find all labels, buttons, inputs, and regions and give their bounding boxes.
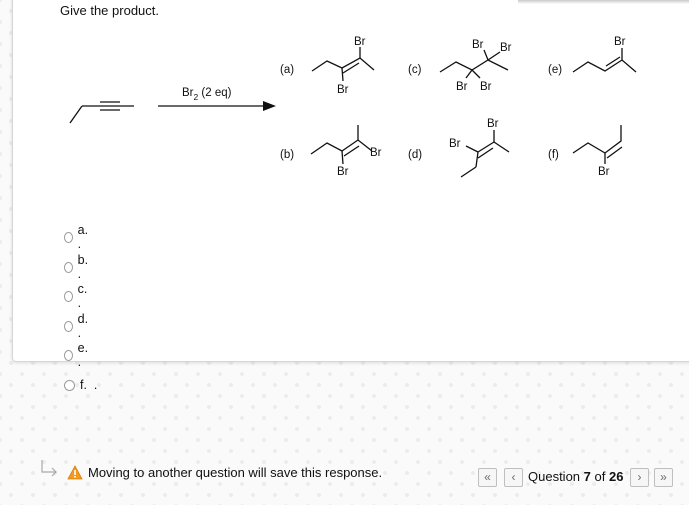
structure-f-br: Br <box>598 166 610 178</box>
choice-a-radio[interactable] <box>64 231 73 243</box>
choice-f-radio[interactable] <box>64 379 75 391</box>
structure-a <box>311 47 375 82</box>
choice-f[interactable]: f. . <box>64 377 97 393</box>
choice-e-label: e. . <box>77 341 89 369</box>
choice-d-radio[interactable] <box>64 320 73 332</box>
structure-b <box>310 125 373 165</box>
option-c-label: (c) <box>408 64 422 76</box>
structure-c-br-4: Br <box>480 81 492 93</box>
choice-b-radio[interactable] <box>64 261 73 273</box>
option-e-label: (e) <box>548 64 562 76</box>
structure-f <box>572 125 623 164</box>
structure-a-br-bottom: Br <box>337 84 349 96</box>
choice-f-label: f. . <box>80 378 98 392</box>
question-indicator: Question 7 of 26 <box>528 469 624 484</box>
choice-c-radio[interactable] <box>64 290 73 302</box>
return-arrow-icon <box>41 460 57 477</box>
previous-question-button[interactable]: ‹ <box>504 468 523 487</box>
save-warning-text: Moving to another question will save thi… <box>88 465 383 480</box>
choice-d[interactable]: d. . <box>64 312 90 340</box>
option-a-label: (a) <box>280 64 294 76</box>
structure-d-br-left: Br <box>449 138 461 150</box>
first-question-button[interactable]: « <box>478 468 497 487</box>
structure-d <box>460 130 510 178</box>
reaction-arrow <box>158 101 276 111</box>
structure-b-br-bottom: Br <box>337 166 349 178</box>
choice-b-label: b. . <box>77 253 89 281</box>
reactant-alkyne <box>69 101 134 124</box>
structure-b-br-right: Br <box>370 147 382 159</box>
choice-a-label: a. . <box>77 223 89 251</box>
question-number: 7 <box>583 469 591 484</box>
question-card <box>12 0 689 362</box>
choice-e[interactable]: e. . <box>64 341 90 369</box>
option-d-label: (d) <box>408 149 422 161</box>
structure-d-br-top: Br <box>487 118 499 130</box>
structure-a-br-top: Br <box>354 36 366 48</box>
next-question-button[interactable]: › <box>630 468 649 487</box>
option-b-label: (b) <box>280 149 294 161</box>
structure-c-br-3: Br <box>456 81 468 93</box>
structure-e <box>572 48 637 73</box>
question-total: 26 <box>608 469 624 484</box>
choice-d-label: d. . <box>77 312 89 340</box>
header-shadow <box>518 0 689 4</box>
option-f-label: (f) <box>548 149 559 161</box>
choice-a[interactable]: a. . <box>64 223 90 251</box>
reagent-label: Br2 (2 eq) <box>182 87 232 102</box>
question-prompt: Give the product. <box>60 3 159 18</box>
structure-c-br-2: Br <box>500 42 512 54</box>
choice-c[interactable]: c. . <box>64 282 90 310</box>
choice-e-radio[interactable] <box>64 349 73 361</box>
structure-c <box>439 49 509 79</box>
warning-icon <box>67 465 83 480</box>
structure-e-br: Br <box>614 36 626 48</box>
choice-c-label: c. . <box>77 282 88 310</box>
last-question-button[interactable]: » <box>654 468 673 487</box>
structure-c-br-1: Br <box>472 39 484 51</box>
choice-b[interactable]: b. . <box>64 253 90 281</box>
